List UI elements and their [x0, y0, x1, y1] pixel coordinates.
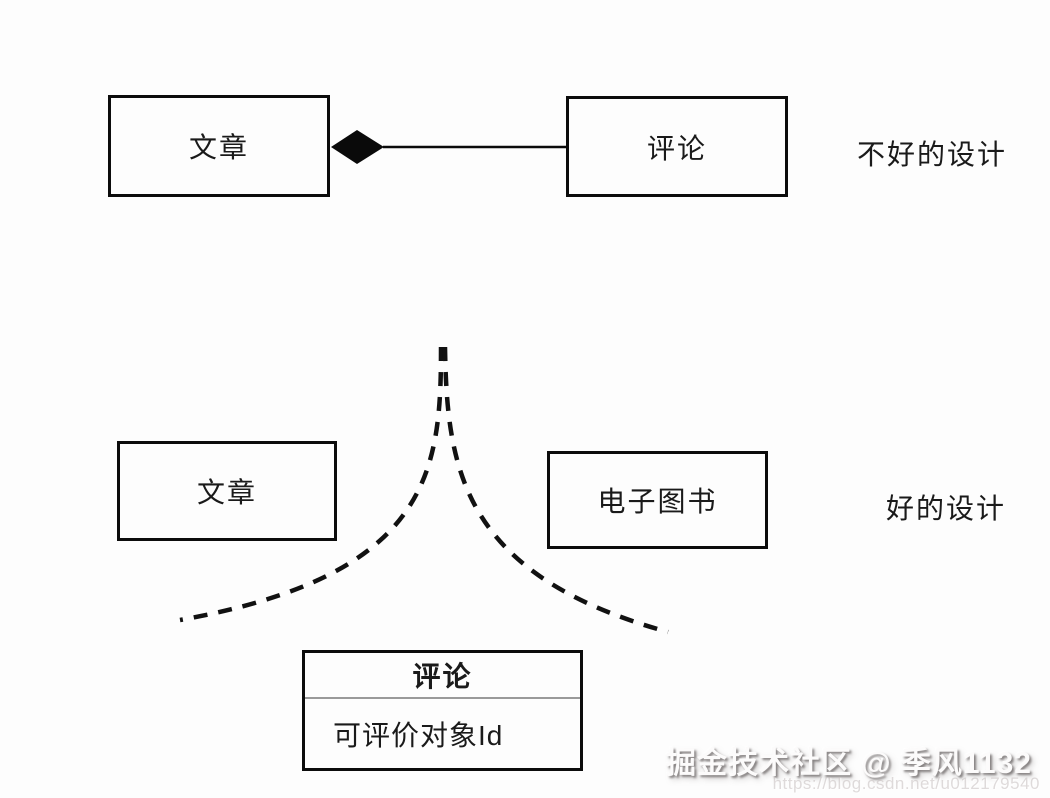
entity-label-ebook: 电子图书 — [597, 486, 718, 517]
watermark-url: https://blog.csdn.net/u012179540 — [772, 774, 1040, 793]
entity-box-article-good: 文章 — [117, 441, 337, 541]
comment-table-title: 评论 — [305, 653, 580, 699]
community-watermark: 掘金技术社区 @ 季风1132 — [665, 747, 1032, 780]
entity-label-article-bad: 文章 — [188, 132, 249, 163]
composition-diamond-icon — [331, 130, 384, 164]
entity-box-ebook: 电子图书 — [547, 451, 768, 549]
entity-label-article-good: 文章 — [196, 477, 257, 508]
entity-box-article-bad: 文章 — [108, 95, 330, 197]
entity-box-comment-bad: 评论 — [566, 96, 788, 197]
entity-label-comment-bad: 评论 — [646, 132, 707, 164]
comment-table: 评论 可评价对象Id — [302, 650, 583, 771]
good-design-caption: 好的设计 — [886, 493, 1007, 524]
bad-design-caption: 不好的设计 — [857, 139, 1008, 170]
comment-table-field: 可评价对象Id — [333, 719, 504, 751]
